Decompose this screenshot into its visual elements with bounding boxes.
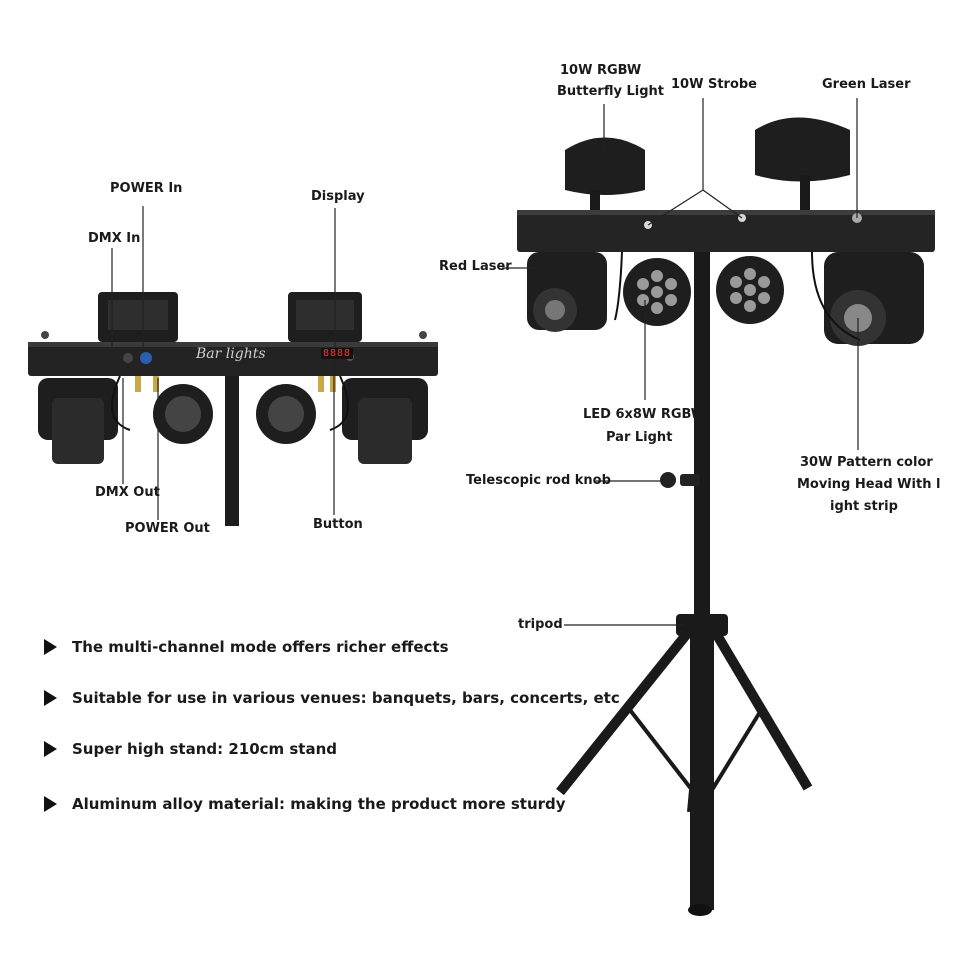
bullet-triangle-icon: [44, 796, 57, 812]
label-red-laser: Red Laser: [439, 259, 512, 274]
left-bar-fixture: [28, 292, 438, 526]
bar-logo: Bar lights: [196, 346, 266, 362]
stand-upper-pole: [694, 250, 710, 630]
right-stand: [517, 117, 935, 916]
bullet-triangle-icon: [44, 639, 57, 655]
feature-item: Super high stand: 210cm stand: [44, 740, 337, 758]
label-butterfly-line1: 10W RGBW: [560, 63, 642, 78]
right-callout-lines: [502, 98, 859, 626]
power-in-port: [140, 352, 152, 364]
tripod-leg-right: [709, 627, 813, 791]
feature-text: The multi-channel mode offers richer eff…: [72, 638, 449, 656]
butterfly-light-left: [565, 137, 645, 195]
feature-item: The multi-channel mode offers richer eff…: [44, 638, 449, 656]
label-par-line1: LED 6x8W RGBW: [583, 407, 706, 422]
label-telescopic-knob: Telescopic rod knob: [466, 473, 611, 488]
butterfly-light-right: [755, 117, 850, 182]
right-bar-body: [517, 210, 935, 252]
feature-item: Aluminum alloy material: making the prod…: [44, 795, 566, 813]
label-power-in: POWER In: [110, 181, 183, 196]
label-moving-head-line3: ight strip: [830, 499, 898, 514]
label-moving-head-line2: Moving Head With l: [797, 477, 941, 492]
led-display: 8888: [321, 348, 354, 359]
label-button: Button: [313, 517, 363, 532]
bullet-triangle-icon: [44, 690, 57, 706]
feature-text: Aluminum alloy material: making the prod…: [72, 795, 566, 813]
label-power-out: POWER Out: [125, 521, 210, 536]
telescopic-knob: [680, 474, 700, 486]
stand-lower-pole: [690, 630, 714, 910]
label-butterfly-line2: Butterfly Light: [557, 84, 664, 99]
dmx-in-port: [123, 353, 133, 363]
label-dmx-out: DMX Out: [95, 485, 160, 500]
label-strobe: 10W Strobe: [671, 77, 757, 92]
feature-item: Suitable for use in various venues: banq…: [44, 689, 620, 707]
left-callout-lines: [111, 206, 336, 520]
feature-text: Super high stand: 210cm stand: [72, 740, 338, 758]
label-tripod: tripod: [518, 617, 563, 632]
bullet-triangle-icon: [44, 741, 57, 757]
label-par-line2: Par Light: [606, 430, 673, 445]
label-dmx-in: DMX In: [88, 231, 141, 246]
label-green-laser: Green Laser: [822, 77, 911, 92]
left-stand-pole: [225, 368, 239, 526]
feature-text: Suitable for use in various venues: banq…: [72, 689, 620, 707]
tripod-leg-left: [556, 626, 694, 796]
label-moving-head-line1: 30W Pattern color: [800, 455, 933, 470]
label-display: Display: [311, 189, 365, 204]
